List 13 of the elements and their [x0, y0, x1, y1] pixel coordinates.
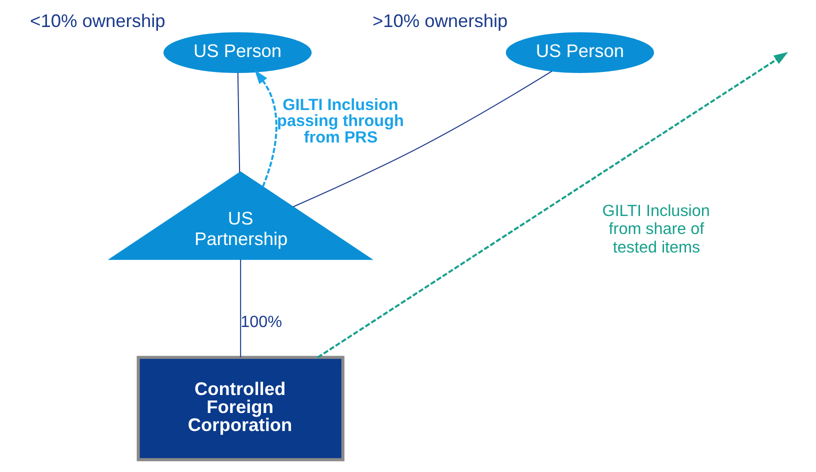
edge-label: 100% — [240, 312, 282, 331]
node-label: <10% ownership — [30, 10, 166, 31]
connector — [293, 70, 552, 208]
edge-label: GILTI Inclusion passing through from PRS — [277, 96, 404, 146]
arrow — [254, 70, 278, 188]
edge-label: GILTI Inclusion from share of tested items — [602, 202, 710, 256]
node-box: Controlled Foreign Corporation — [136, 356, 344, 462]
connector — [240, 260, 242, 358]
connector — [237, 72, 240, 172]
node-ellipse: US Person — [163, 32, 312, 73]
arrow — [317, 52, 788, 358]
node-label: >10% ownership — [372, 10, 508, 31]
node-ellipse: US Person — [506, 32, 654, 73]
